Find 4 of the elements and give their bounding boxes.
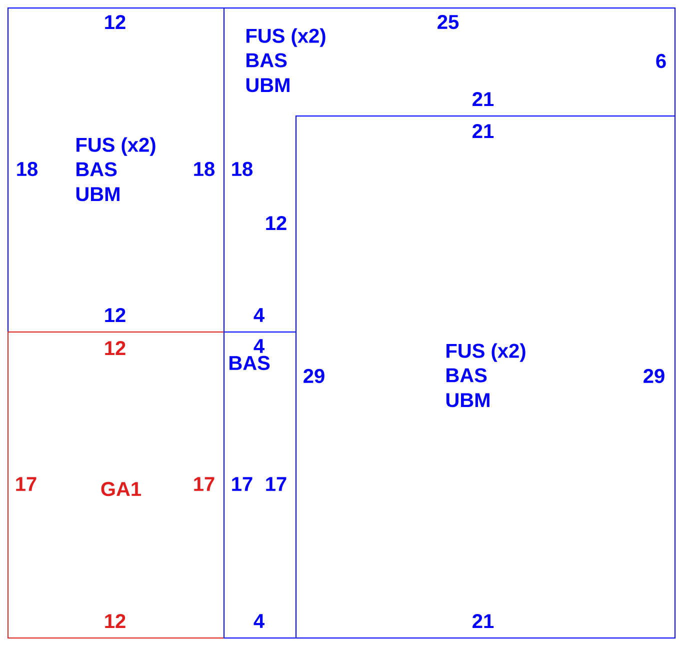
region: 4 BAS 17 17 4 [224, 332, 296, 638]
region: 12 17 GA1 17 12 [8, 332, 224, 638]
region: 21 FUS (x2) BAS UBM 29 29 21 [296, 116, 676, 638]
region: 12 FUS (x2) BAS UBM 18 18 12 [8, 8, 224, 332]
